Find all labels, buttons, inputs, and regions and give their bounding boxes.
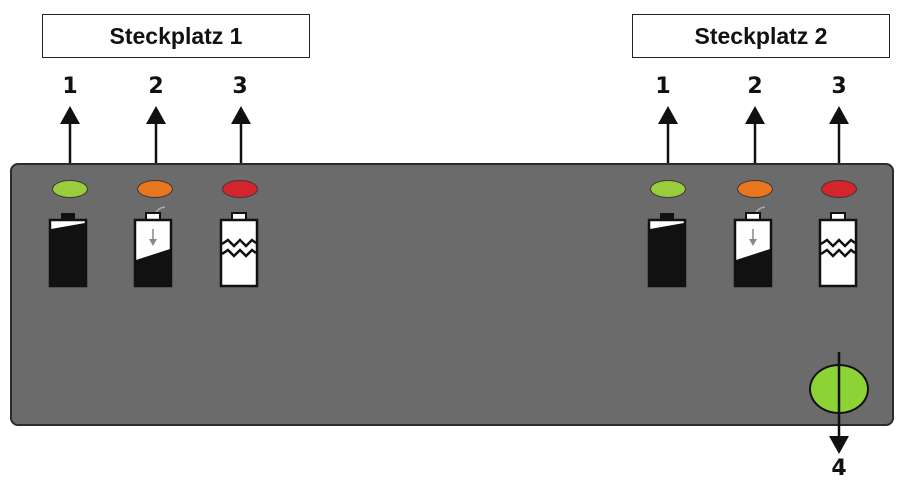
callout-number: 4 xyxy=(831,456,847,481)
slot-1-label: Steckplatz 1 xyxy=(42,14,310,58)
battery-charging-icon xyxy=(133,206,173,288)
charger-panel xyxy=(10,163,894,426)
battery-defective-icon xyxy=(219,212,259,288)
led-green-slot-1 xyxy=(52,180,88,198)
battery-charging-icon xyxy=(733,206,773,288)
slot-2-label: Steckplatz 2 xyxy=(632,14,890,58)
led-red-slot-1 xyxy=(222,180,258,198)
led-red-slot-2 xyxy=(821,180,857,198)
battery-full-icon xyxy=(647,213,687,288)
callout-number: 1 xyxy=(655,74,671,99)
battery-full-icon xyxy=(48,213,88,288)
callout-number: 1 xyxy=(62,74,78,99)
led-orange-slot-2 xyxy=(737,180,773,198)
led-orange-slot-1 xyxy=(137,180,173,198)
arrow-down-icon xyxy=(829,352,849,454)
callout-number: 3 xyxy=(232,74,248,99)
callout-number: 2 xyxy=(747,74,763,99)
battery-defective-icon xyxy=(818,212,858,288)
callout-number: 2 xyxy=(148,74,164,99)
callout-number: 3 xyxy=(831,74,847,99)
led-green-slot-2 xyxy=(650,180,686,198)
